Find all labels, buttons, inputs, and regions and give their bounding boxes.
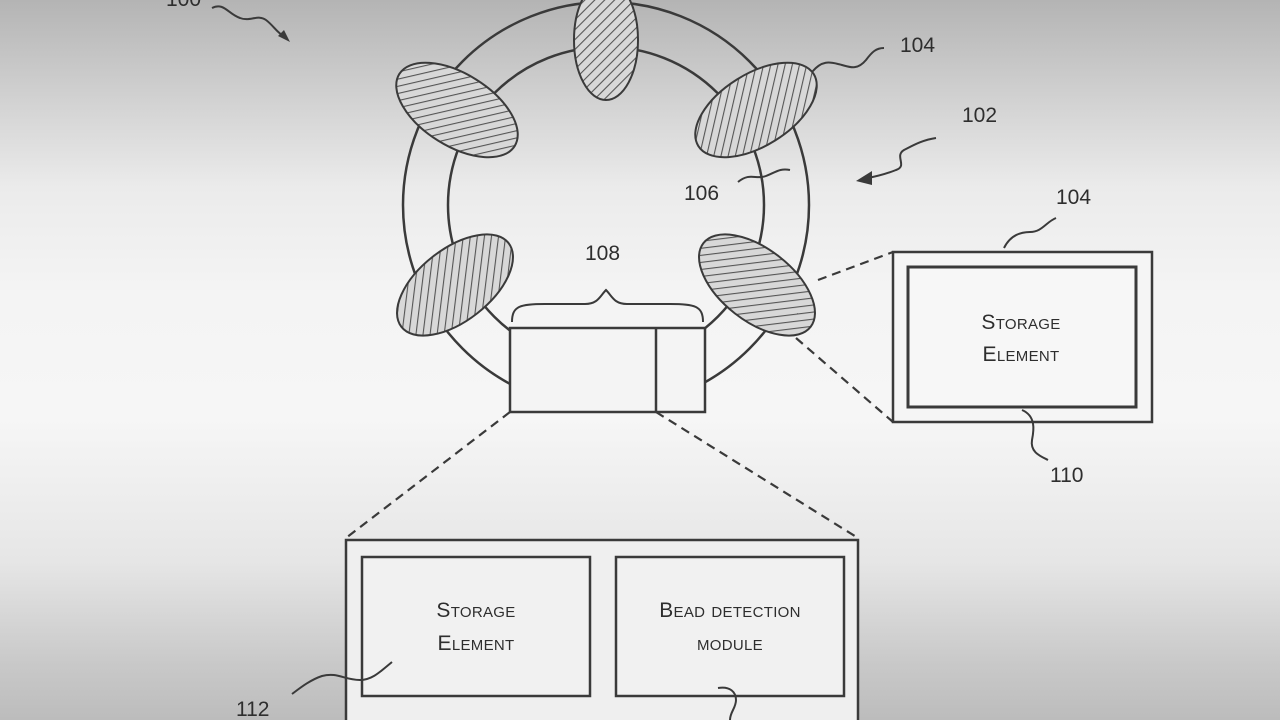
ref-112-label: 112 (236, 698, 269, 720)
lower-storage-label-line2: Element (438, 632, 515, 655)
bay-box (510, 328, 705, 412)
ref-102-arrow (856, 138, 936, 185)
ref-104-box-leader (1004, 218, 1056, 248)
ref-104-box-label: 104 (1056, 186, 1091, 209)
lobe-upper-left (380, 43, 533, 176)
ref-108-label: 108 (585, 242, 620, 265)
bay-brace (512, 290, 703, 322)
lower-storage-label-line1: Storage (436, 599, 515, 622)
lower-storage-element (362, 557, 590, 696)
lobe-lower-left (379, 215, 530, 355)
ref-106-leader (738, 169, 790, 182)
lower-module-box (346, 540, 858, 720)
ref-102-label: 102 (962, 104, 997, 127)
right-storage-label-line1: Storage (981, 311, 1060, 334)
bead-module-label-line2: module (697, 632, 763, 655)
bead-lobes (379, 0, 832, 355)
ref-100-label: 100 (166, 0, 201, 11)
bead-module-label-line1: Bead detection (659, 599, 801, 622)
lobe-top (574, 0, 638, 100)
ref-110-label: 110 (1050, 464, 1083, 487)
right-projection (796, 252, 893, 422)
bead-detection-module (616, 557, 844, 696)
ref-106-label: 106 (684, 182, 719, 205)
ref-104-leader (812, 48, 884, 72)
ref-104-label: 104 (900, 34, 935, 57)
lower-projection (346, 412, 858, 538)
ref-100-arrow (212, 6, 290, 42)
right-storage-label-line2: Element (983, 343, 1060, 366)
right-storage-box (893, 252, 1152, 422)
